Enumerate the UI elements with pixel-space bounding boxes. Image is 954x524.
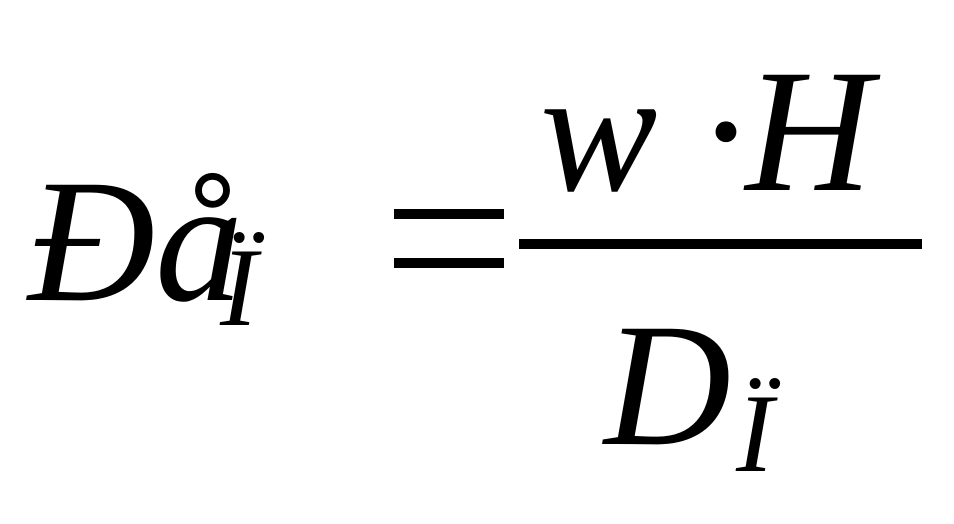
equals-sign-bottom-bar xyxy=(394,258,504,268)
fraction-numerator: w ·H xyxy=(540,34,873,229)
fraction-bar xyxy=(519,239,922,249)
fraction-denominator-main: D xyxy=(604,288,732,483)
fraction-denominator-subscript: Ï xyxy=(736,372,774,496)
equals-sign-top-bar xyxy=(394,209,504,219)
lhs-subscript: Ï xyxy=(220,226,258,350)
lhs-main-symbol: Ðå xyxy=(28,144,244,339)
